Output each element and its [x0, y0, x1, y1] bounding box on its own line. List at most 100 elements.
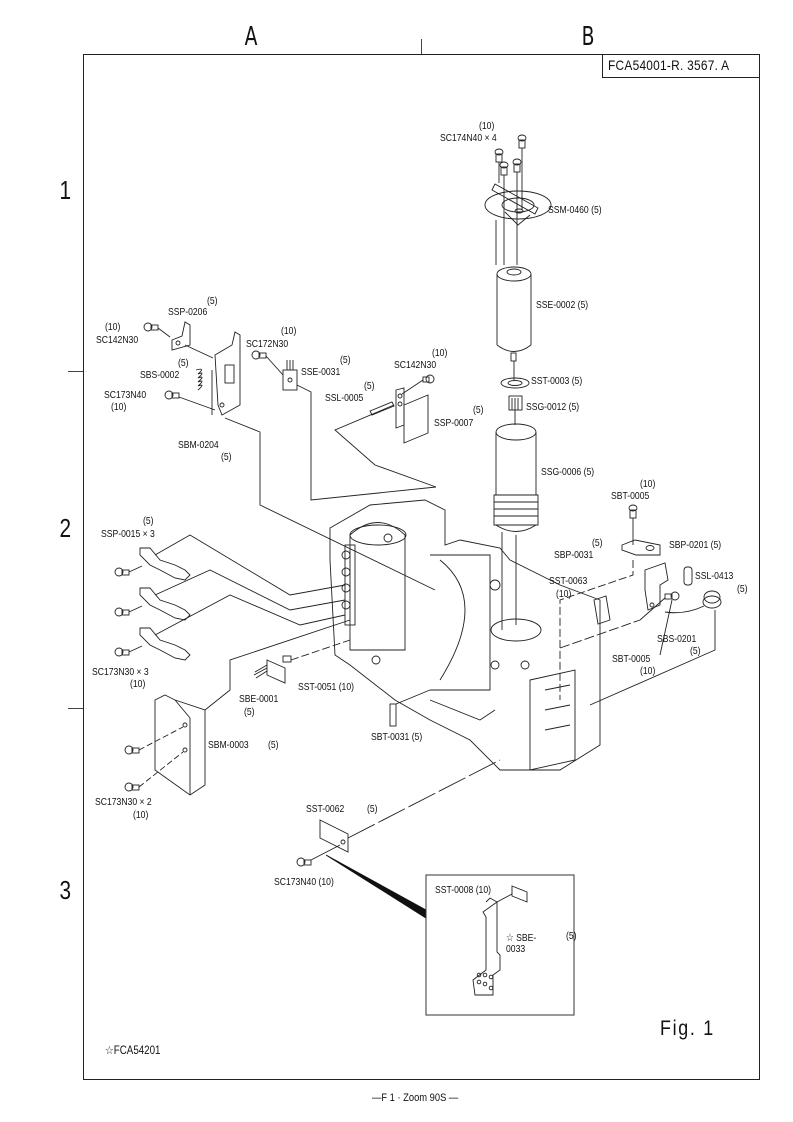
part-ssp-0007: [395, 387, 429, 444]
part-sst-0063: [593, 595, 611, 625]
part-label-ssg-0012: SSG-0012 (5): [526, 401, 580, 413]
part-label-sbe-0033-qty: (5): [566, 930, 577, 942]
part-label-sbe-0033: ☆ SBE-0033: [506, 932, 537, 955]
part-label-sc142n30-b-qty: (10): [432, 347, 448, 359]
part-label-sc172n30-qty: (10): [281, 325, 297, 337]
part-sst-0062: [319, 759, 501, 853]
part-label-ssl-0413: SSL-0413: [695, 570, 734, 582]
part-sbs-0002: [195, 368, 203, 391]
callout-pointer: [325, 854, 427, 919]
detail-inset-box: [425, 874, 575, 1016]
part-label-sst-0062: SST-0062: [306, 803, 345, 815]
part-ssm-0460: [484, 183, 552, 265]
screw-group-sc174n40: [494, 134, 527, 265]
part-label-sc173n30-3-qty: (10): [130, 678, 146, 690]
part-label-sbp-0031: SBP-0031: [554, 549, 594, 561]
part-label-ssp-0015-qty: (5): [143, 515, 154, 527]
column-marker-a: A: [244, 22, 258, 52]
part-label-sc172n30: SC172N30: [246, 338, 289, 350]
part-label-sst-0008: SST-0008 (10): [435, 884, 492, 896]
screw-icon: [124, 751, 184, 792]
part-label-sse-0031-qty: (5): [340, 354, 351, 366]
part-label-sst-0051: SST-0051 (10): [298, 681, 355, 693]
part-ssg-0012: [508, 395, 523, 425]
part-sbp-0031: [644, 562, 669, 611]
screw-icon: [494, 148, 504, 183]
drawing-frame: [83, 54, 760, 1080]
part-label-ssp-0007-qty: (5): [473, 404, 484, 416]
part-label-sc173n40-b: SC173N40 (10): [274, 876, 334, 888]
part-sbp-0201: [621, 539, 661, 556]
part-ssl-0413: [683, 566, 693, 586]
part-sbs-0201: [589, 590, 722, 706]
part-label-sbt-0031: SBT-0031 (5): [371, 731, 423, 743]
part-label-sbs-0002: SBS-0002: [140, 369, 180, 381]
screw-sc173n40-a: [164, 390, 216, 411]
part-sst-0003: [500, 377, 530, 389]
part-label-sc174n40-qty: (10): [479, 120, 495, 132]
part-label-sbm-0003: SBM-0003: [208, 739, 249, 751]
screw-sbt-0005-a: [628, 504, 638, 545]
screw-sc142n30-a: [143, 322, 171, 338]
grid-tick-left-2: [68, 708, 83, 709]
row-marker-3: 3: [59, 875, 72, 905]
grid-tick-left-1: [68, 371, 83, 372]
screw-icon: [512, 158, 522, 265]
screw-sbt-0005-b: [639, 591, 680, 656]
part-label-sbt-0005-b-qty: (10): [640, 665, 656, 677]
part-label-ssp-0206-qty: (5): [207, 295, 218, 307]
part-label-sbm-0204: SBM-0204: [178, 439, 219, 451]
part-label-sc142n30-a-qty: (10): [105, 321, 121, 333]
figure-label: Fig. 1: [660, 1017, 715, 1040]
part-label-sbe-0001: SBE-0001: [239, 693, 279, 705]
part-label-sst-0003: SST-0003 (5): [531, 375, 583, 387]
part-label-sbp-0031-qty: (5): [592, 537, 603, 549]
row-marker-2: 2: [59, 513, 72, 543]
part-label-ssp-0015: SSP-0015 × 3: [101, 528, 155, 540]
part-ssp-0206: [171, 321, 191, 351]
document-number-box: FCA54001-R. 3567. A: [602, 54, 760, 78]
part-label-sst-0062-qty: (5): [367, 803, 378, 815]
part-sbm-0204: [211, 331, 436, 591]
part-sse-0002: [496, 266, 532, 380]
part-label-sc173n30-2-qty: (10): [133, 809, 149, 821]
part-label-sc173n30-3: SC173N30 × 3: [92, 666, 149, 678]
part-label-sbe-0001-qty: (5): [244, 706, 255, 718]
part-label-sc173n40-a: SC173N40: [104, 389, 147, 401]
part-label-sbs-0201: SBS-0201: [657, 633, 697, 645]
part-label-sc142n30-b: SC142N30: [394, 359, 437, 371]
screw-icon: [517, 134, 527, 210]
screw-icon: [124, 726, 184, 755]
part-label-ssl-0413-qty: (5): [737, 583, 748, 595]
part-label-ssl-0005: SSL-0005: [325, 392, 364, 404]
part-label-ssg-0006: SSG-0006 (5): [541, 466, 595, 478]
screw-sc172n30: [251, 350, 284, 376]
part-ssl-0005: [334, 401, 437, 488]
part-label-sbt-0005-b: SBT-0005: [612, 653, 651, 665]
document-number: FCA54001-R. 3567. A: [608, 57, 730, 73]
part-label-ssm-0460: SSM-0460 (5): [548, 204, 602, 216]
screw-icon: [114, 605, 143, 617]
part-label-ssl-0005-qty: (5): [364, 380, 375, 392]
screw-icon: [114, 565, 143, 577]
part-label-sse-0002: SSE-0002 (5): [536, 299, 589, 311]
part-sbe-0001: [253, 639, 351, 684]
part-label-sc173n30-2: SC173N30 × 2: [95, 796, 152, 808]
reference-code: ☆FCA54201: [105, 1045, 161, 1057]
part-label-sbs-0002-qty: (5): [178, 357, 189, 369]
part-label-sbt-0005-a: SBT-0005: [611, 490, 650, 502]
part-label-sst-0063: SST-0063: [549, 575, 588, 587]
part-label-sbt-0005-a-qty: (10): [640, 478, 656, 490]
part-label-sbp-0201: SBP-0201 (5): [669, 539, 722, 551]
screw-sc173n40-b: [296, 844, 341, 867]
part-ssp-0015-group: [114, 534, 346, 661]
column-marker-b: B: [581, 22, 595, 52]
part-main-chassis: [329, 499, 601, 771]
part-ssg-0006: [493, 423, 539, 630]
row-marker-1: 1: [59, 175, 72, 205]
part-sbm-0003: [124, 619, 351, 796]
part-label-ssp-0206: SSP-0206: [168, 306, 208, 318]
part-label-sse-0031: SSE-0031: [301, 366, 341, 378]
part-label-sbm-0204-qty: (5): [221, 451, 232, 463]
